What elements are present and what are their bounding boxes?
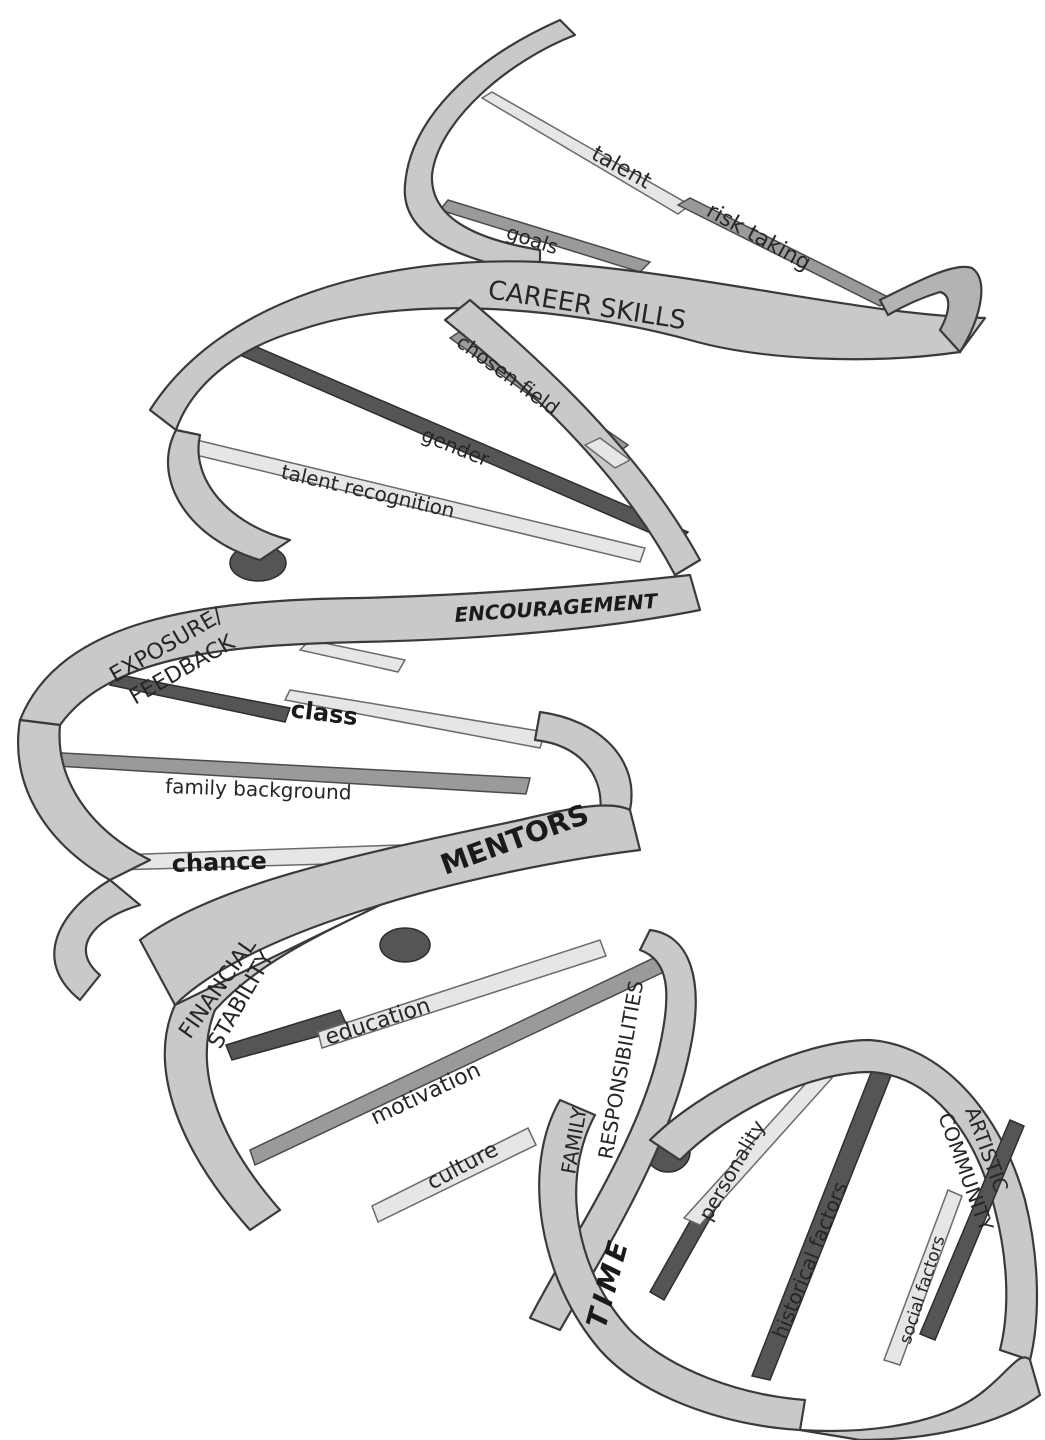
strand-left-lower <box>54 880 140 1000</box>
label-family-background: family background <box>165 774 352 804</box>
label-talent-recognition: talent recognition <box>279 459 457 522</box>
strand-bottom <box>800 1357 1040 1440</box>
strand-exposure-feedback <box>18 720 150 880</box>
rung-class-top <box>300 640 405 672</box>
label-risk-taking: risk taking <box>702 198 815 276</box>
rung-talent <box>482 92 690 214</box>
label-gender: gender <box>418 422 493 471</box>
rung-blob-financial <box>380 928 430 962</box>
strand-mentors-right <box>535 712 632 815</box>
label-chance: chance <box>171 847 267 878</box>
label-talent: talent <box>587 141 656 194</box>
label-education: education <box>322 993 434 1051</box>
label-historical-factors: historical factors <box>767 1178 852 1342</box>
